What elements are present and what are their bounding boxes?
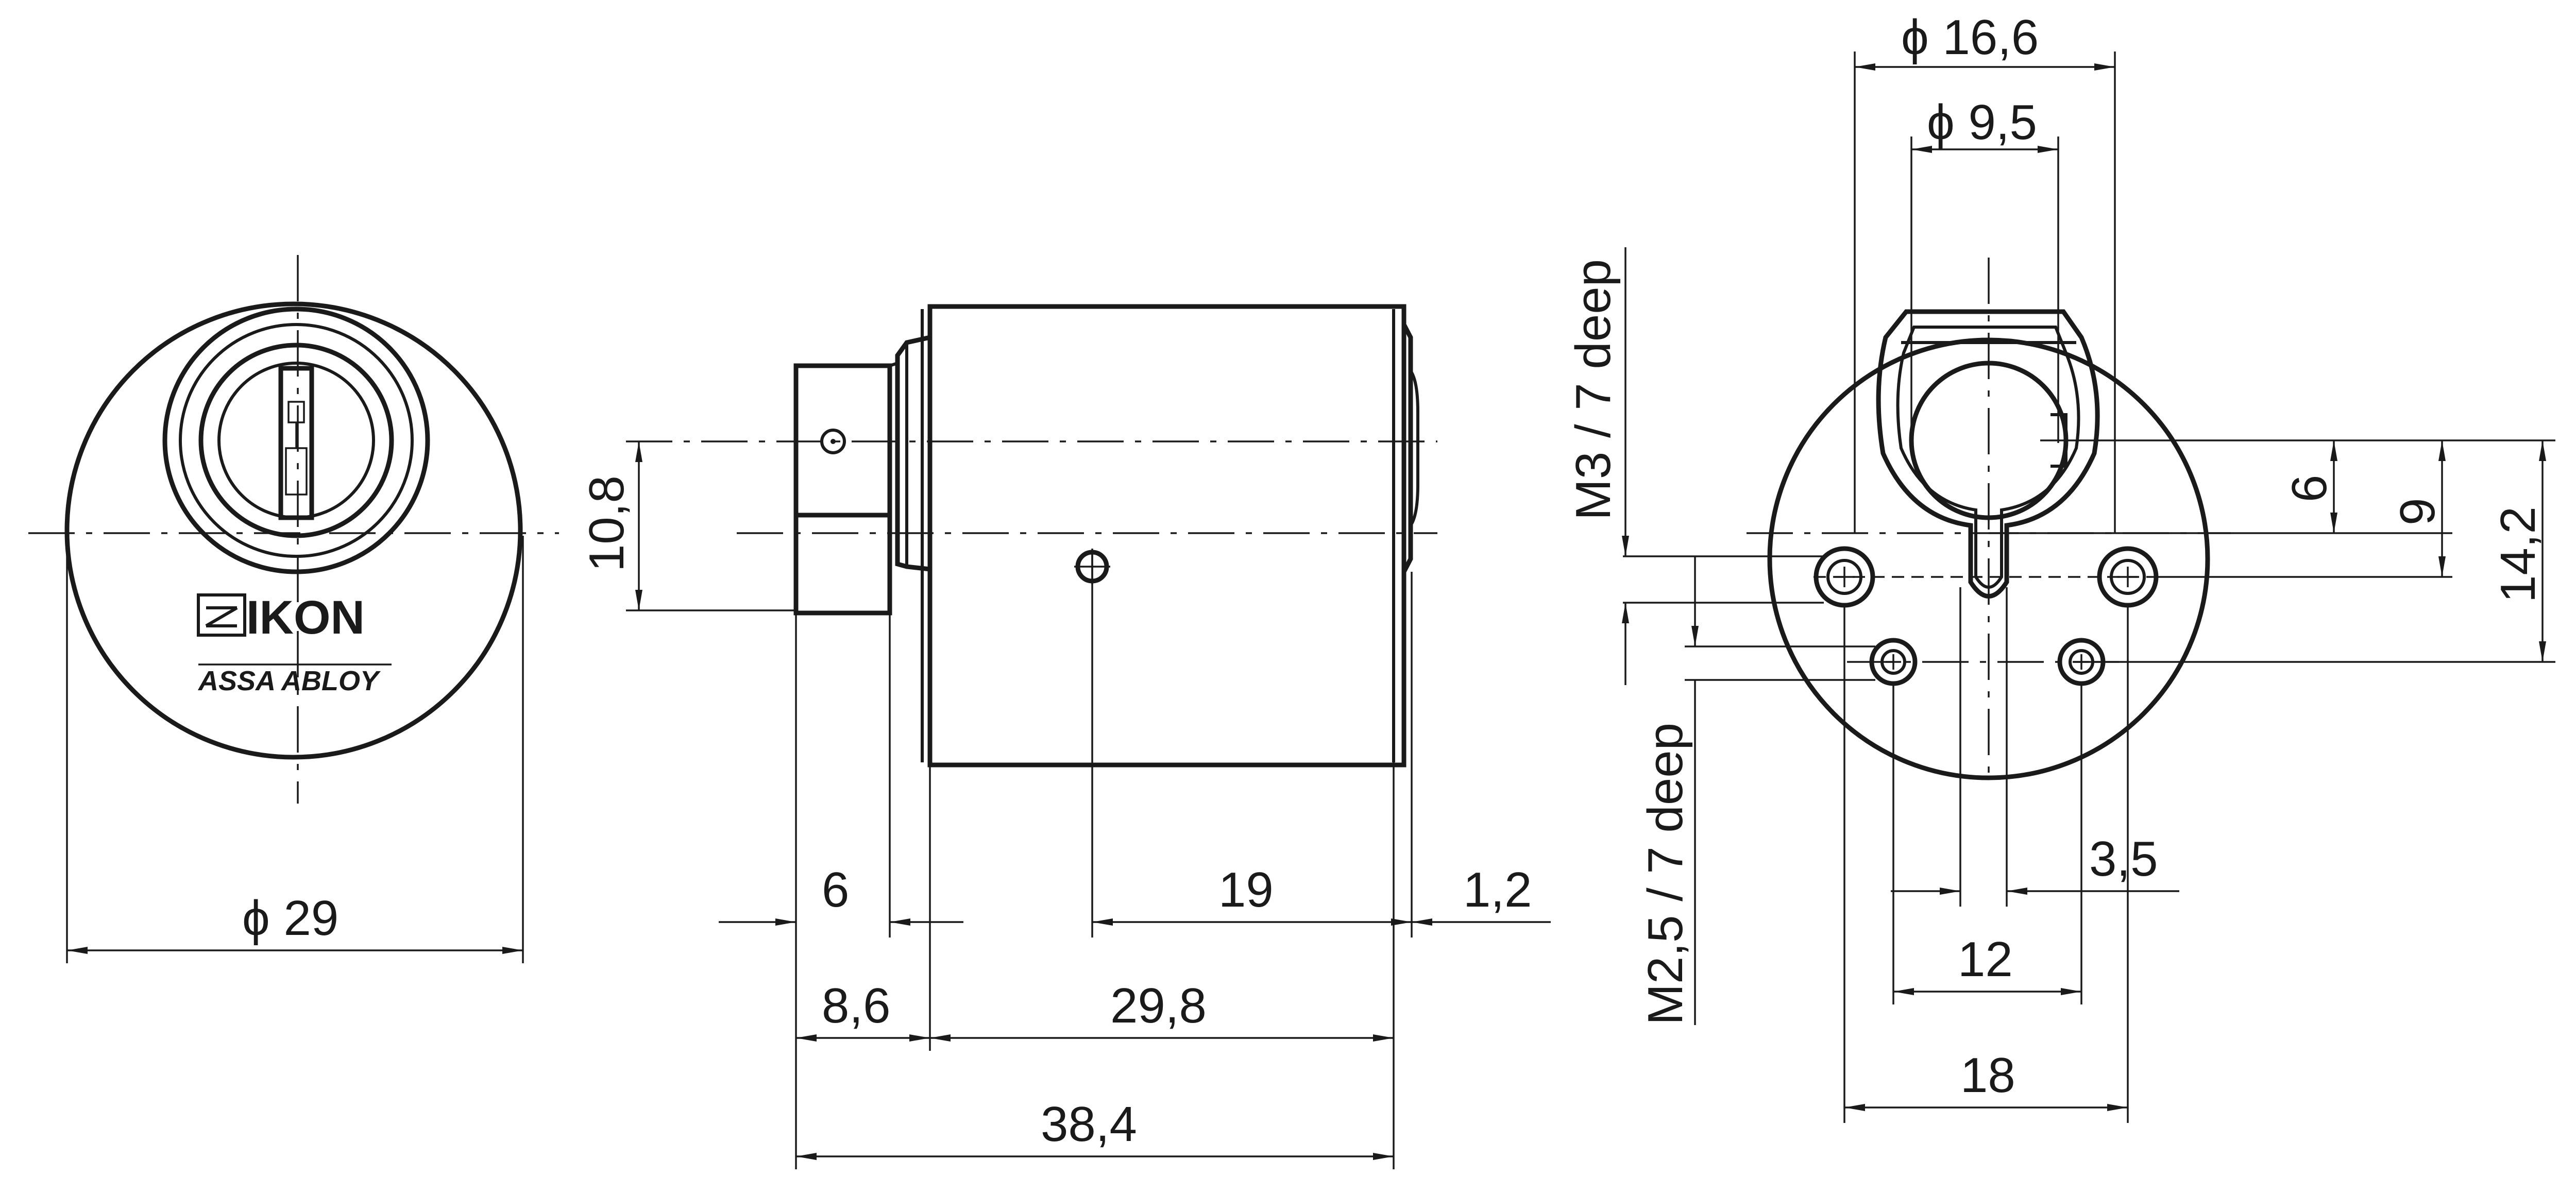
rear-slot-width-dimension: 3,5 (1891, 831, 2179, 895)
rear-hole-spacing-12-dimension: 12 (1893, 932, 2081, 995)
side-flange-length-label: 8,6 (822, 978, 890, 1033)
rear-hole-spacing-12-label: 12 (1958, 932, 2013, 987)
rear-outer-diameter-dimension: ϕ 16,6 (1854, 10, 2116, 533)
rear-inner-diameter-label: ϕ 9,5 (1927, 95, 2037, 150)
side-body-length-dimension: 29,8 (930, 978, 1394, 1042)
cylinder-end-cap (1402, 323, 1413, 573)
side-end-gap-label: 1,2 (1463, 862, 1532, 917)
side-view: 10,8 6 19 1,2 8,6 29,8 (579, 304, 1551, 1169)
rear-thread-m3-callout: M3 / 7 deep (1566, 247, 1824, 685)
rear-hole-spacing-18-dimension: 18 (1844, 1048, 2128, 1111)
side-body-length-label: 29,8 (1110, 978, 1207, 1033)
front-view: IKON ASSA ABLOY ϕ 29 (28, 255, 559, 963)
rear-slot-width-label: 3,5 (2089, 831, 2158, 887)
rear-thread-m25-label: M2,5 / 7 deep (1638, 723, 1693, 1025)
rear-thread-m25-callout: M2,5 / 7 deep (1638, 556, 1875, 1025)
key-head-block (793, 363, 892, 616)
rear-offset-14-dimension: 14,2 (2490, 440, 2546, 662)
side-hole-offset-dimension: 19 (1092, 862, 1412, 926)
side-height-label: 10,8 (579, 475, 634, 572)
rear-hole-spacing-18-label: 18 (1960, 1048, 2015, 1103)
side-height-dimension: 10,8 (579, 441, 796, 611)
rear-view: ϕ 16,6 ϕ 9,5 6 9 14,2 (1566, 10, 2555, 1123)
front-diameter-label: ϕ 29 (242, 891, 338, 946)
rear-offset-9-dimension: 9 (2159, 440, 2452, 578)
rear-offset-6-label: 6 (2282, 475, 2337, 502)
key-plug (162, 306, 430, 574)
ikon-logo: IKON ASSA ABLOY (197, 591, 392, 696)
cylinder-body (927, 304, 1406, 768)
side-end-gap-dimension: 1,2 (1412, 862, 1551, 926)
rear-offset-14-label: 14,2 (2490, 506, 2546, 603)
rear-thread-m3-label: M3 / 7 deep (1566, 259, 1621, 520)
logo-company-text: ASSA ABLOY (197, 666, 381, 696)
side-head-length-label: 6 (822, 862, 849, 917)
side-hole-offset-label: 19 (1218, 862, 1274, 917)
logo-brand-text: IKON (246, 591, 365, 644)
rear-inner-diameter-dimension: ϕ 9,5 (1910, 95, 2059, 443)
side-total-length-dimension: 38,4 (796, 1097, 1394, 1160)
side-flange-length-dimension: 8,6 (796, 978, 930, 1042)
rear-outer-diameter-label: ϕ 16,6 (1901, 10, 2039, 65)
front-diameter-dimension: ϕ 29 (66, 536, 524, 963)
side-total-length-label: 38,4 (1041, 1097, 1137, 1152)
rear-offset-9-label: 9 (2390, 498, 2445, 525)
rear-offset-6-dimension: 6 (2282, 440, 2337, 533)
side-head-length-dimension: 6 (719, 862, 963, 926)
cylinder-collar (895, 335, 930, 572)
front-outer-circle (64, 301, 523, 760)
